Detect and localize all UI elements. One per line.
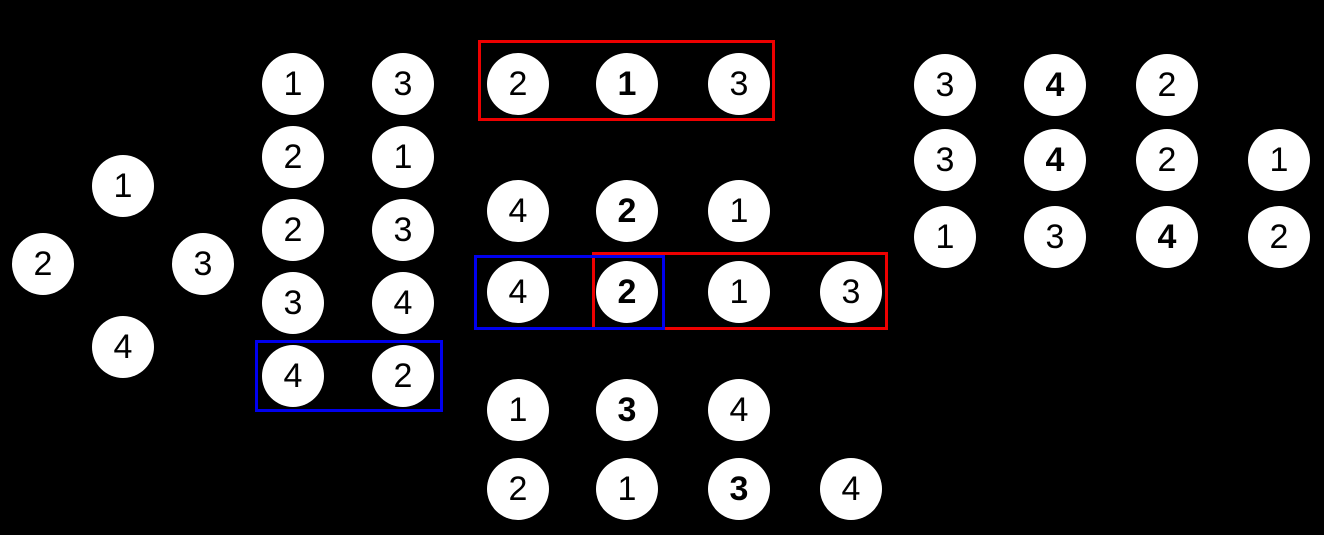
value-node: 3	[708, 458, 770, 520]
value-node: 2	[1248, 206, 1310, 268]
value-node: 2	[487, 53, 549, 115]
value-node: 4	[487, 180, 549, 242]
value-node: 3	[708, 53, 770, 115]
value-node: 1	[708, 261, 770, 323]
highlight-box-red	[592, 252, 888, 330]
value-node: 2	[1136, 54, 1198, 116]
value-node: 2	[596, 261, 658, 323]
value-node: 2	[262, 199, 324, 261]
value-node: 4	[372, 272, 434, 334]
value-node: 1	[596, 53, 658, 115]
value-node: 4	[1024, 129, 1086, 191]
value-node: 1	[262, 53, 324, 115]
value-node: 2	[1136, 129, 1198, 191]
value-node: 1	[914, 206, 976, 268]
value-node: 1	[372, 126, 434, 188]
value-node: 3	[372, 199, 434, 261]
value-node: 4	[1024, 54, 1086, 116]
value-node: 2	[262, 126, 324, 188]
value-node: 4	[487, 261, 549, 323]
value-node: 2	[487, 458, 549, 520]
value-node: 1	[1248, 129, 1310, 191]
highlight-box-blue	[474, 255, 665, 330]
value-node: 3	[820, 261, 882, 323]
value-node: 4	[820, 458, 882, 520]
value-node: 4	[92, 316, 154, 378]
value-node: 3	[914, 129, 976, 191]
highlight-box-red	[478, 40, 775, 121]
value-node: 3	[372, 53, 434, 115]
value-node: 1	[487, 379, 549, 441]
value-node: 4	[262, 345, 324, 407]
value-node: 1	[708, 180, 770, 242]
value-node: 2	[596, 180, 658, 242]
value-node: 3	[914, 54, 976, 116]
value-node: 4	[708, 379, 770, 441]
value-node: 3	[172, 233, 234, 295]
value-node: 3	[262, 272, 324, 334]
highlight-box-blue	[255, 340, 443, 412]
value-node: 4	[1136, 206, 1198, 268]
value-node: 3	[596, 379, 658, 441]
value-node: 2	[12, 233, 74, 295]
value-node: 2	[372, 345, 434, 407]
value-node: 3	[1024, 206, 1086, 268]
value-node: 1	[596, 458, 658, 520]
value-node: 1	[92, 155, 154, 217]
